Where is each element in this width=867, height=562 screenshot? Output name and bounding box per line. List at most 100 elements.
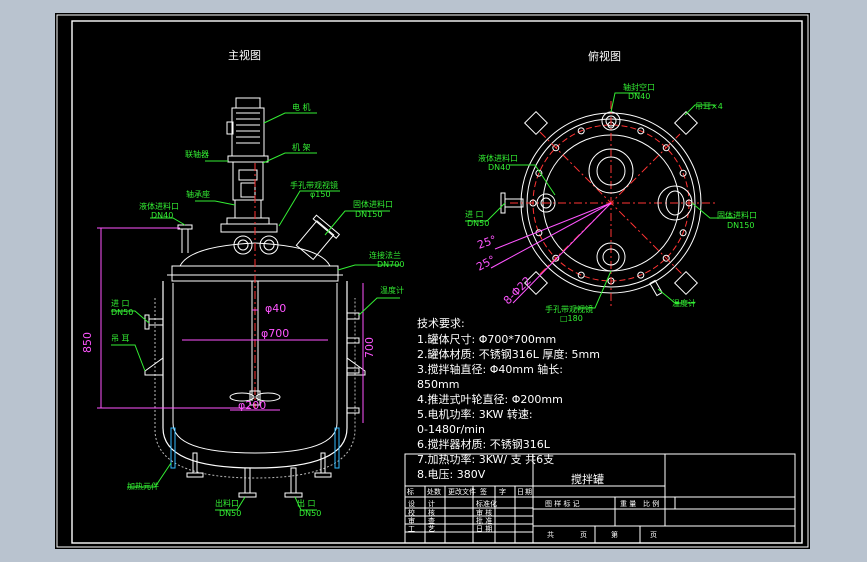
motor-flange — [227, 155, 269, 163]
label-top-inlet: 进 口 — [465, 210, 484, 219]
tb-r1-3: 审 核 — [476, 508, 492, 517]
label-top-solid-inlet: 固体进料口 — [717, 210, 757, 220]
tb-sheet-no: 第 — [611, 530, 618, 539]
drive-frame — [232, 161, 264, 201]
label-manhole-size: φ150 — [310, 190, 331, 199]
tb-h-0: 标 — [407, 487, 414, 496]
label-top-liquid-inlet: 液体进料口 — [478, 153, 518, 163]
bolt-hole — [662, 144, 670, 152]
tb-r2-0: 审 — [408, 516, 415, 525]
lug-left — [144, 357, 164, 376]
tb-r0-0: 设 — [408, 499, 415, 508]
tb-weight: 重 量 — [620, 500, 636, 508]
dim-body: φ700 — [261, 327, 289, 340]
dim-700: 700 — [363, 337, 376, 358]
heater-right — [334, 427, 340, 469]
bearing-seat — [234, 199, 262, 219]
tb-sheet-total: 共 — [547, 530, 554, 539]
label-lug4: 吊耳×4 — [695, 102, 723, 111]
spec-line-2: 2.罐体材质: 不锈钢316L 厚度: 5mm — [417, 347, 600, 361]
spec-line-3: 3.搅拌轴直径: Φ40mm 轴长: — [417, 362, 563, 376]
bolt-hole — [577, 271, 585, 279]
label-solid-inlet-dn: DN150 — [355, 210, 382, 219]
label-outlet-material: 出料口 — [215, 498, 239, 508]
label-frame: 机 架 — [292, 142, 311, 152]
bolt-hole — [679, 169, 687, 177]
drawing-name: 搅拌罐 — [571, 472, 604, 486]
label-solid-inlet: 固体进料口 — [353, 199, 393, 209]
angle-3: 8-Φ22 — [501, 274, 534, 307]
tb-r2-1: 查 — [428, 516, 435, 525]
tb-r2-3: 批 准 — [476, 516, 492, 525]
label-liquid-inlet-dn: DN40 — [151, 211, 173, 220]
label-top-manhole-size: □180 — [560, 314, 583, 323]
motor-body — [231, 107, 265, 157]
tb-h-3: 签 — [480, 487, 487, 496]
jacket — [162, 281, 348, 469]
label-flange-dn: DN700 — [377, 260, 404, 269]
impeller-blade-right — [255, 392, 281, 402]
drawing-sheet: 主视图 俯视图 — [55, 13, 810, 549]
spec-heading: 技术要求: — [417, 317, 465, 330]
label-shaft-port-dn: DN40 — [628, 92, 650, 101]
label-top-thermometer: 温度计 — [672, 298, 696, 308]
tb-sheet-unit1: 页 — [580, 531, 587, 539]
front-view: φ700 φ40 φ200 850 700 电 机 联轴器 — [81, 97, 404, 518]
dim-impeller: φ200 — [238, 399, 266, 412]
label-inlet-dn: DN50 — [111, 308, 133, 317]
tb-r1-1: 核 — [428, 508, 435, 517]
label-top-inlet-dn: DN50 — [467, 219, 489, 228]
front-view-title: 主视图 — [228, 48, 261, 62]
vessel-body — [172, 283, 338, 454]
spec-line-6: 5.电机功率: 3KW 转速: — [417, 407, 533, 421]
label-inlet: 进 口 — [111, 299, 130, 308]
tb-h-6: 期 — [525, 488, 532, 496]
bolt-hole — [577, 127, 585, 135]
dim-height: 850 — [81, 332, 94, 353]
tb-h-5: 日 — [517, 488, 524, 496]
label-top-liquid-inlet-dn: DN40 — [488, 163, 510, 172]
angle-2: 25° — [474, 253, 497, 274]
dim-shaft: φ40 — [265, 302, 286, 315]
tb-r1-0: 校 — [408, 508, 415, 517]
label-heater: 加热元件 — [127, 481, 159, 491]
label-flange: 连接法兰 — [369, 250, 401, 260]
bolt-hole — [552, 144, 560, 152]
coupling — [238, 169, 258, 181]
heater-left — [170, 427, 176, 469]
bolt-hole — [662, 254, 670, 262]
bolt-hole — [637, 271, 645, 279]
top-view: 轴封空口 DN40 吊耳×4 液体进料口 DN40 进 口 DN50 固体进料口… — [465, 82, 757, 323]
technical-requirements: 技术要求: 1.罐体尺寸: Φ700*700mm 2.罐体材质: 不锈钢316L… — [417, 317, 600, 481]
bolt-hole — [552, 254, 560, 262]
angle-1: 25° — [476, 233, 499, 252]
outer-frame — [56, 14, 809, 548]
label-top-solid-inlet-dn: DN150 — [727, 221, 754, 230]
label-liquid-inlet: 液体进料口 — [139, 201, 179, 211]
spec-line-8: 6.搅拌器材质: 不锈钢316L — [417, 437, 551, 451]
tb-h-4: 字 — [499, 487, 506, 496]
title-block — [404, 453, 796, 544]
label-outlet: 出 口 — [297, 498, 316, 508]
label-shaft-port: 轴封空口 — [623, 82, 655, 92]
tb-h-2: 更改文件 — [448, 487, 476, 496]
label-coupling: 联轴器 — [185, 149, 209, 159]
bottom-outlets — [186, 452, 332, 498]
label-motor: 电 机 — [292, 102, 311, 112]
tb-r3-0: 工 — [408, 525, 415, 533]
spec-line-7: 0-1480r/min — [417, 423, 485, 436]
spec-line-9: 7.加热功率: 3KW/ 支 共6支 — [417, 452, 554, 466]
spec-line-4: 850mm — [417, 378, 459, 391]
tb-r0-1: 计 — [428, 499, 435, 508]
label-outlet-dn: DN50 — [299, 509, 321, 518]
spec-line-5: 4.推进式叶轮直径: Φ200mm — [417, 392, 563, 406]
title-block-header: 标 处数 更改文件 签 字 日 期 — [407, 487, 532, 496]
tb-drawing-mark: 图 样 标 记 — [545, 499, 580, 508]
bolt-hole — [679, 229, 687, 237]
tb-sheet-unit2: 页 — [650, 531, 657, 539]
cad-drawing: 主视图 俯视图 — [56, 14, 809, 548]
tb-r0-3: 标准化 — [476, 499, 497, 508]
tb-r3-1: 艺 — [428, 525, 435, 533]
top-view-title: 俯视图 — [588, 49, 621, 63]
label-bearing: 轴承座 — [186, 189, 210, 199]
